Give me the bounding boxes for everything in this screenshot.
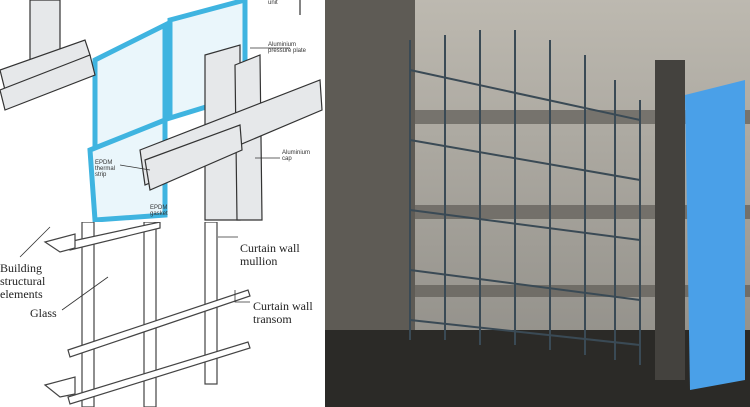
curtain-wall-detail-diagram: unit Aluminium pressure plate EPDM therm… bbox=[0, 0, 325, 222]
label-pressure-plate: Aluminium pressure plate bbox=[268, 42, 307, 54]
label-glass: Glass bbox=[30, 306, 57, 320]
construction-site-photo bbox=[325, 0, 750, 407]
frame-drawing bbox=[19, 222, 251, 407]
label-thermal-strip: EPDM thermal strip bbox=[95, 160, 116, 178]
label-cap: Aluminium cap bbox=[282, 150, 311, 162]
curtain-wall-frame-diagram: Building structural elements Glass Curta… bbox=[0, 222, 325, 407]
label-gasket: EPDM gasket bbox=[150, 205, 168, 217]
detail-drawing bbox=[0, 0, 323, 222]
label-unit: unit bbox=[268, 0, 278, 6]
label-transom: Curtain wall transom bbox=[253, 299, 313, 326]
label-mullion: Curtain wall mullion bbox=[240, 241, 300, 268]
label-structural-elements: Building structural elements bbox=[0, 261, 46, 301]
photo-illustration bbox=[325, 0, 750, 407]
